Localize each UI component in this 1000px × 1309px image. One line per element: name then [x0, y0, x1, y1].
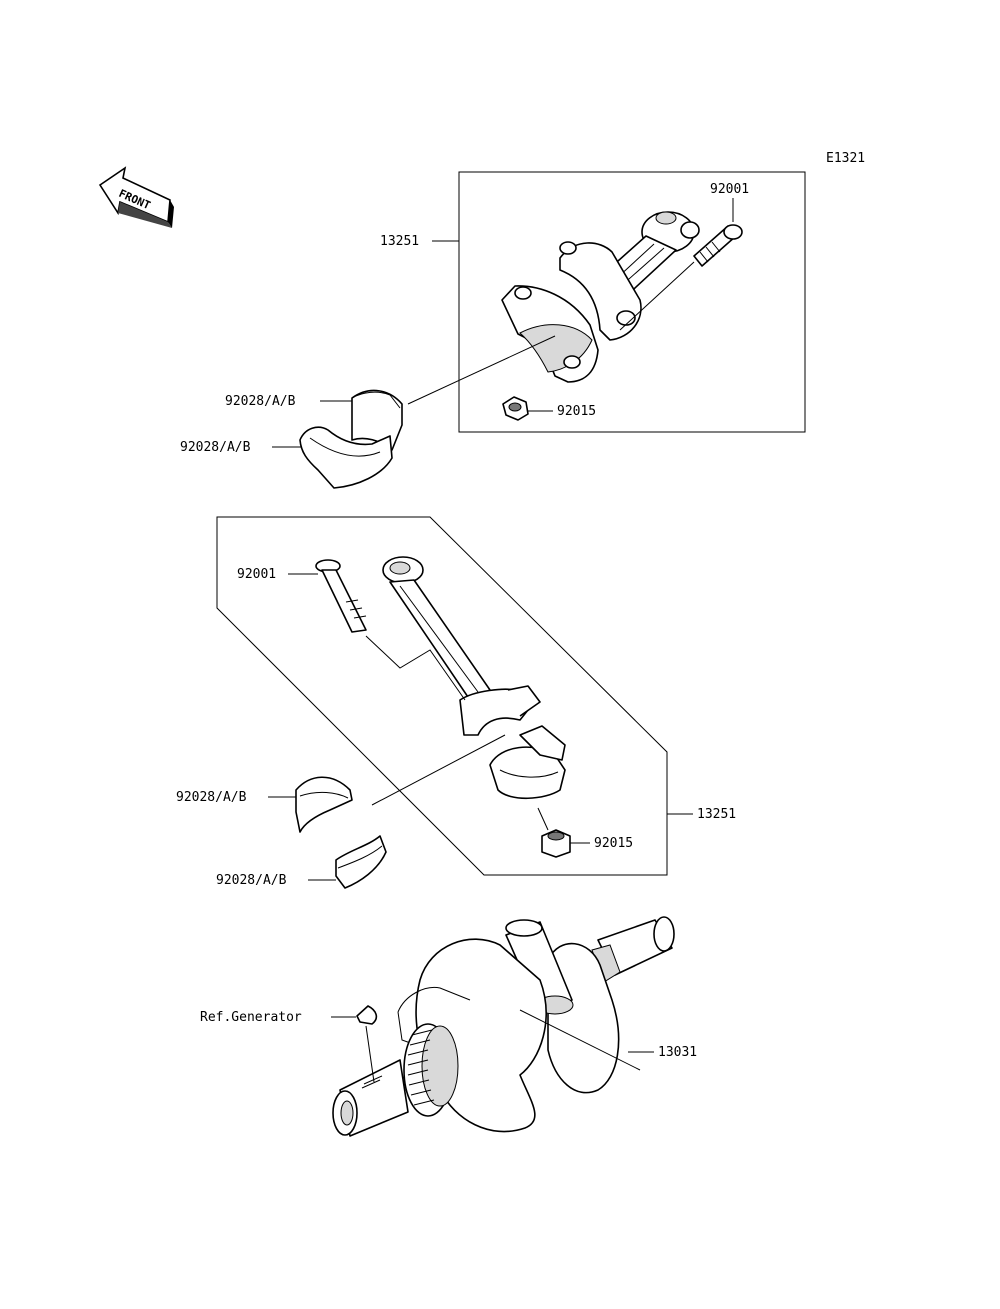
dash-crankshaft: [519, 1009, 641, 1071]
callout-bolt-top: 92001: [710, 182, 749, 197]
bolt-bottom: [315, 559, 367, 633]
rod-cap-top: [501, 285, 599, 383]
woodruff-key: [356, 1005, 378, 1025]
rod-assembly-frame-top: [458, 171, 806, 433]
dash-nut-bottom: [537, 807, 549, 831]
callout-crankshaft: 13031: [658, 1045, 697, 1060]
rod-cap-bottom: [489, 725, 566, 800]
figure-code: E1321: [826, 151, 865, 166]
bearing-shell-bottom-2: [335, 835, 387, 889]
connecting-rod-bottom: [382, 556, 541, 736]
callout-rod-bottom: 13251: [697, 807, 736, 822]
connecting-rod-top: [559, 211, 700, 341]
dash-bolt-bottom: [365, 635, 466, 701]
callout-ref-generator: Ref.Generator: [200, 1010, 302, 1025]
callout-bearing-top-2: 92028/A/B: [180, 440, 251, 455]
callout-bolt-bottom: 92001: [237, 567, 276, 582]
nut-bottom: [541, 829, 571, 858]
nut-top: [502, 396, 529, 421]
dash-bearing-bottom: [371, 734, 506, 806]
callout-bearing-bottom-2: 92028/A/B: [216, 873, 287, 888]
bearing-shell-top-2: [299, 426, 393, 489]
callout-nut-bottom: 92015: [594, 836, 633, 851]
callout-nut-top: 92015: [557, 404, 596, 419]
dash-bearing-top: [407, 335, 556, 405]
dash-bolt-top: [619, 261, 695, 331]
callout-bearing-top-1: 92028/A/B: [225, 394, 296, 409]
front-arrow-icon: FRONT: [98, 166, 174, 228]
bearing-shell-bottom-1: [295, 776, 353, 833]
bearing-shell-top-1: [351, 389, 403, 451]
callout-rod-top: 13251: [380, 234, 419, 249]
crankshaft: [332, 916, 675, 1137]
callout-bearing-bottom-1: 92028/A/B: [176, 790, 247, 805]
dash-key: [365, 1025, 375, 1083]
bolt-top: [693, 224, 743, 267]
rod-assembly-frame-bottom: [216, 516, 668, 876]
